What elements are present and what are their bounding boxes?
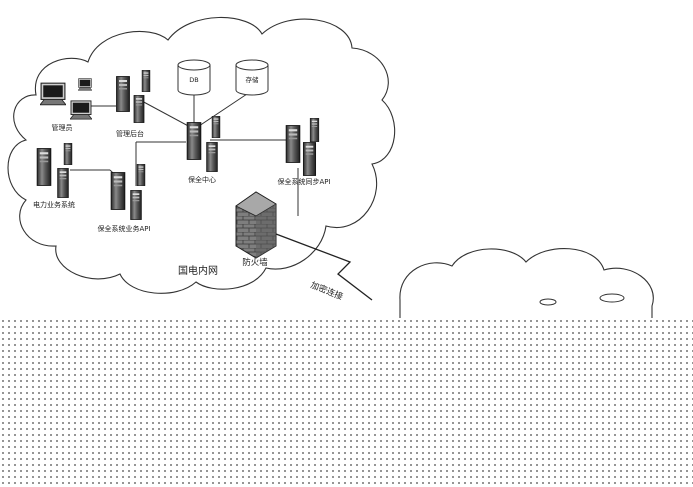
business-api-server-icon-3: [130, 190, 142, 220]
db-label: DB: [189, 76, 198, 84]
partial-node-icon: [539, 298, 557, 306]
admin-pc-icon-2: [78, 78, 92, 91]
power-system-server-icon-2: [63, 143, 73, 165]
encrypted-link-label: 加密连接: [309, 280, 345, 303]
admin-pc-icon-3: [70, 100, 92, 120]
fund-sync-api-label: 保全系统同步API: [277, 177, 330, 186]
admin-pc-icon: [40, 82, 66, 106]
power-system-server-icon-3: [57, 168, 69, 198]
intranet-cloud: [7, 16, 396, 294]
mgmt-server-icon-3: [141, 70, 151, 92]
business-api-server-icon: [110, 172, 126, 210]
sync-api-server-icon-3: [302, 142, 317, 176]
fund-center-label: 保全中心: [188, 175, 216, 184]
firewall-icon: [235, 191, 277, 259]
firewall-label: 防火墙: [242, 257, 268, 268]
sync-api-server-icon: [285, 125, 301, 163]
fund-center-server-icon-2: [211, 116, 221, 138]
fund-center-server-icon-3: [206, 142, 218, 172]
fund-business-api-label: 保全系统业务API: [97, 224, 150, 233]
fund-center-server-icon: [186, 122, 202, 160]
db-cylinder-icon: [177, 59, 211, 96]
dotted-overlay: [0, 318, 693, 487]
encrypted-link-line: [275, 233, 373, 301]
power-business-system-label: 电力业务系统: [33, 200, 75, 209]
storage-cylinder-icon: [235, 59, 269, 96]
intranet-label: 国电内网: [178, 264, 218, 277]
admin-label: 管理员: [52, 123, 73, 132]
business-api-server-icon-2: [136, 164, 146, 186]
sync-api-server-icon-2: [309, 118, 320, 142]
partial-cylinder-icon: [599, 293, 625, 303]
external-cloud: [399, 248, 654, 331]
mgmt-server-icon: [116, 76, 130, 112]
storage-label: 存储: [246, 75, 260, 84]
mgmt-backend-label: 管理后台: [116, 129, 144, 138]
power-system-server-icon: [36, 148, 52, 186]
mgmt-server-icon-2: [133, 95, 145, 123]
